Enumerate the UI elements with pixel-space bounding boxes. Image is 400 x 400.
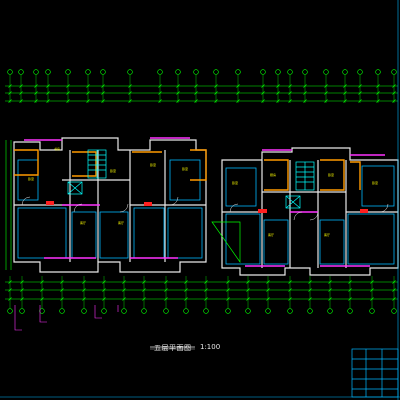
stair-symbol bbox=[67, 149, 107, 195]
svg-text:客厅: 客厅 bbox=[118, 220, 124, 225]
axis-bubble bbox=[193, 69, 199, 75]
axis-bubble bbox=[157, 69, 163, 75]
axis-bubble bbox=[7, 69, 13, 75]
axis-bubble bbox=[347, 308, 353, 314]
axis-bubble bbox=[225, 308, 231, 314]
drawing-scale: 1:100 bbox=[200, 343, 221, 351]
axis-bubble bbox=[327, 308, 333, 314]
axis-bubble bbox=[342, 69, 348, 75]
top-dimension-lines bbox=[5, 85, 398, 102]
axis-bubble bbox=[175, 69, 181, 75]
axis-bubble bbox=[302, 69, 308, 75]
axis-bubble bbox=[19, 308, 25, 314]
title-block bbox=[351, 348, 399, 398]
axis-bubble bbox=[265, 308, 271, 314]
axis-bubble bbox=[121, 308, 127, 314]
axis-bubble bbox=[235, 69, 241, 75]
svg-text:卧室: 卧室 bbox=[372, 180, 378, 185]
svg-text:卧室: 卧室 bbox=[110, 168, 116, 173]
axis-bubble bbox=[100, 69, 106, 75]
svg-text:卧室: 卧室 bbox=[182, 166, 188, 171]
axis-bubble bbox=[59, 308, 65, 314]
svg-text:厨房: 厨房 bbox=[270, 172, 276, 177]
bottom-dimension-lines bbox=[5, 281, 398, 300]
axis-bubbles-top bbox=[7, 69, 397, 103]
axis-bubble bbox=[33, 69, 39, 75]
svg-text:书房: 书房 bbox=[54, 146, 60, 151]
top-dimension-ticks bbox=[8, 84, 396, 103]
axis-bubble bbox=[357, 69, 363, 75]
svg-text:客厅: 客厅 bbox=[268, 232, 274, 237]
axis-bubble bbox=[287, 308, 293, 314]
axis-bubble bbox=[391, 308, 397, 314]
axis-bubble bbox=[260, 69, 266, 75]
right-unit-block: 卧室 厨房 卧室 卧室 客厅 客厅 bbox=[211, 147, 399, 276]
svg-text:卧室: 卧室 bbox=[328, 172, 334, 177]
svg-text:卧室: 卧室 bbox=[150, 162, 156, 167]
axis-bubble bbox=[375, 69, 381, 75]
axis-bubble bbox=[203, 308, 209, 314]
axis-bubble bbox=[275, 69, 281, 75]
axis-bubble bbox=[65, 69, 71, 75]
axis-bubble bbox=[7, 308, 13, 314]
section-markers bbox=[14, 305, 119, 331]
axis-bubble bbox=[287, 69, 293, 75]
axis-bubble bbox=[45, 69, 51, 75]
svg-text:客厅: 客厅 bbox=[324, 232, 330, 237]
svg-text:卧室: 卧室 bbox=[232, 180, 238, 185]
axis-bubble bbox=[127, 69, 133, 75]
axis-bubble bbox=[101, 308, 107, 314]
axis-bubble bbox=[183, 308, 189, 314]
axis-bubbles-bottom bbox=[7, 276, 397, 314]
left-unit-block: 卧室 卧室 卧室 卧室 书房 客厅 客厅 bbox=[13, 137, 207, 273]
drawing-title-group bbox=[150, 346, 195, 350]
axis-bubble bbox=[307, 308, 313, 314]
svg-text:客厅: 客厅 bbox=[80, 220, 86, 225]
axis-bubble bbox=[245, 308, 251, 314]
axis-bubble bbox=[391, 69, 397, 75]
stair-symbol bbox=[285, 161, 315, 209]
axis-bubble bbox=[141, 308, 147, 314]
axis-bubble bbox=[213, 69, 219, 75]
axis-bubble bbox=[323, 69, 329, 75]
drawing-title: 五层平面图 bbox=[154, 344, 192, 352]
axis-bubble bbox=[163, 308, 169, 314]
axis-bubble bbox=[18, 69, 24, 75]
axis-bubble bbox=[369, 308, 375, 314]
left-dimension-lines bbox=[5, 140, 12, 270]
axis-bubble bbox=[39, 308, 45, 314]
axis-bubble bbox=[81, 308, 87, 314]
bottom-dimension-ticks bbox=[8, 280, 396, 301]
axis-bubble bbox=[85, 69, 91, 75]
svg-text:卧室: 卧室 bbox=[28, 176, 34, 181]
